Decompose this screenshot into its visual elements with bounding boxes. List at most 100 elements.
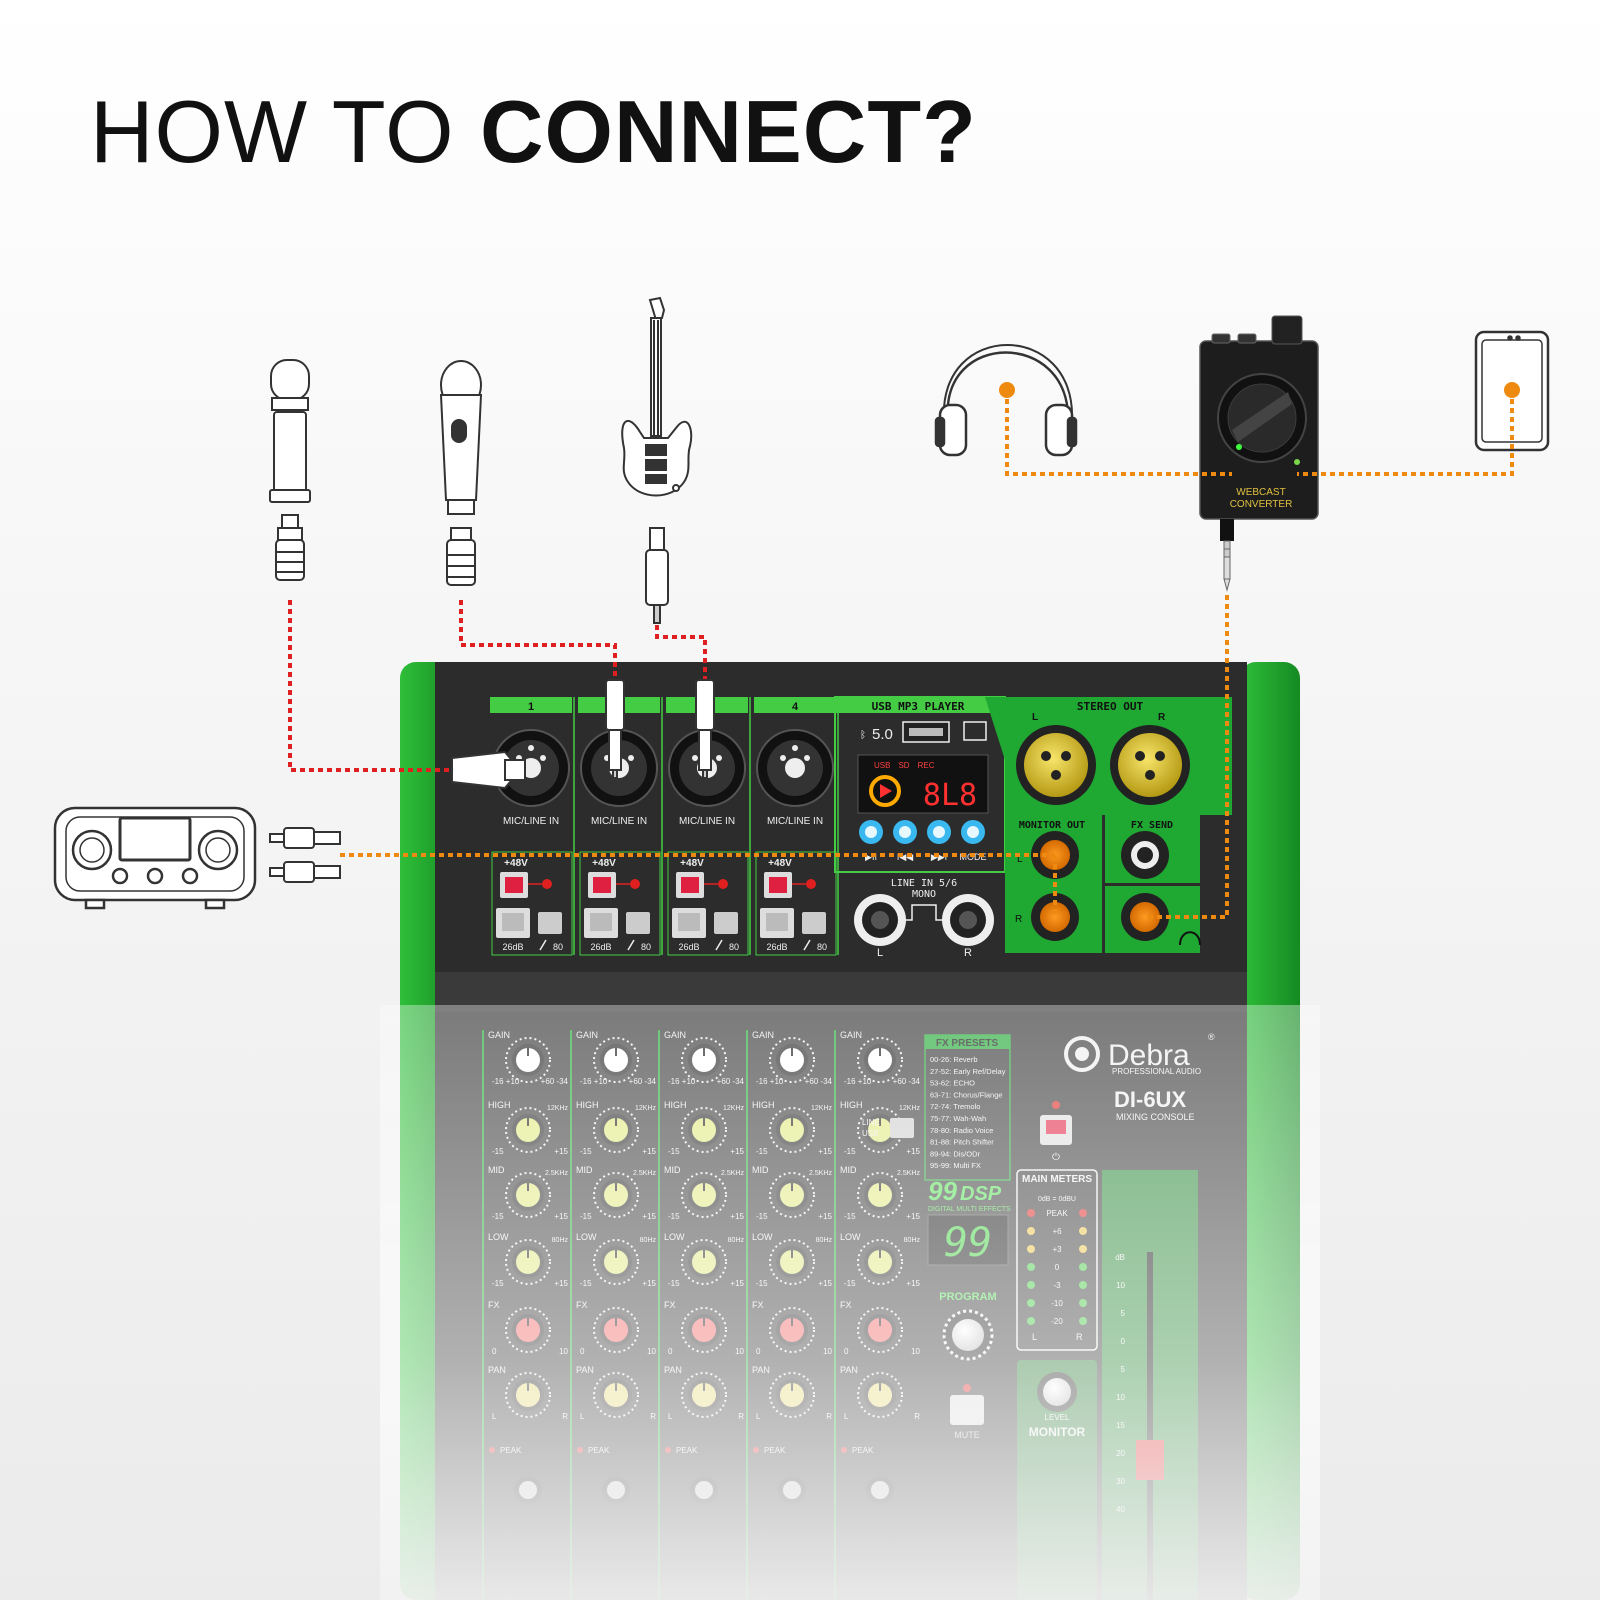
pad-label: 26dB	[766, 942, 787, 952]
phantom-power-switch[interactable]	[764, 872, 792, 898]
meter-led-r	[1079, 1263, 1087, 1271]
player-button[interactable]	[893, 820, 917, 844]
knob-freq: 2.5KHz	[897, 1170, 920, 1177]
knob-freq: 12KHz	[899, 1105, 921, 1112]
knob-max: 10	[823, 1347, 832, 1356]
knob-min: -15	[580, 1147, 592, 1156]
program-encoder[interactable]	[942, 1309, 994, 1361]
meter-level: -10	[1051, 1299, 1063, 1308]
knob-freq: 80Hz	[728, 1237, 745, 1244]
input-label: MIC/LINE IN	[503, 816, 559, 827]
phones-jack[interactable]	[1121, 893, 1169, 941]
meter-level: -3	[1053, 1281, 1061, 1290]
page-title: HOW TO CONNECT?	[90, 88, 977, 176]
phantom-power-switch[interactable]	[500, 872, 528, 898]
fader-scale-mark: dB	[1115, 1253, 1125, 1262]
player-button[interactable]	[927, 820, 951, 844]
hpf-switch[interactable]	[538, 912, 562, 934]
stereo-out-r-xlr[interactable]	[1110, 725, 1190, 805]
stereo-out-r-label: R	[1158, 712, 1166, 723]
hpf-switch[interactable]	[802, 912, 826, 934]
peak-led	[489, 1447, 495, 1453]
display-tag: SD	[898, 761, 909, 770]
player-button-label: I◀◀	[897, 852, 913, 862]
cable-guitar-to-ch3	[655, 625, 707, 680]
phantom-power-switch[interactable]	[676, 872, 704, 898]
knob-max: +15	[642, 1279, 656, 1288]
main-fader-cap[interactable]	[1136, 1440, 1164, 1480]
knob-min: -15	[756, 1212, 768, 1221]
knob-label: MID	[488, 1165, 505, 1175]
phone-port-dot	[1504, 382, 1520, 398]
meter-level: +6	[1052, 1227, 1062, 1236]
meter-led-l	[1027, 1245, 1035, 1253]
player-button[interactable]	[859, 820, 883, 844]
knob-max: +15	[554, 1279, 568, 1288]
knob-min: -16 +10	[492, 1077, 520, 1086]
player-button[interactable]	[961, 820, 985, 844]
level-knob[interactable]	[602, 1476, 630, 1504]
phantom-led	[630, 879, 640, 889]
pad-label: 26dB	[502, 942, 523, 952]
stereo-out-l-xlr[interactable]	[1016, 725, 1096, 805]
knob-max: +15	[642, 1212, 656, 1221]
pad-switch[interactable]	[760, 908, 794, 938]
meter-led-r	[1079, 1317, 1087, 1325]
pad-switch[interactable]	[496, 908, 530, 938]
knob-label: PAN	[840, 1365, 858, 1375]
knob-max: +15	[730, 1212, 744, 1221]
peak-label: PEAK	[500, 1446, 522, 1455]
knob-max: +15	[554, 1147, 568, 1156]
monitor-level-label: LEVEL	[1045, 1413, 1070, 1422]
meter-level: -20	[1051, 1317, 1063, 1326]
dsp-big-number: 99	[928, 1176, 957, 1206]
peak-led	[665, 1447, 671, 1453]
knob-freq: 2.5KHz	[633, 1170, 656, 1177]
knob-max: +60 -34	[893, 1077, 921, 1086]
monitor-level-knob[interactable]	[1037, 1372, 1077, 1412]
player-display-value: 8L8	[923, 778, 977, 813]
monitor-out-l-label: L	[1017, 854, 1023, 865]
knob-freq: 2.5KHz	[545, 1170, 568, 1177]
hpf-switch[interactable]	[626, 912, 650, 934]
cables	[288, 390, 1514, 919]
meter-led-l	[1027, 1317, 1035, 1325]
combo-input-jack[interactable]	[492, 729, 570, 807]
phantom-label: +48V	[680, 858, 704, 869]
knob-label: PAN	[576, 1365, 594, 1375]
pad-switch[interactable]	[672, 908, 706, 938]
brand-sub: PROFESSIONAL AUDIO	[1112, 1067, 1201, 1076]
knob-label: FX	[576, 1300, 588, 1310]
stereo-out-section: STEREO OUT L R	[985, 697, 1232, 815]
phantom-label: +48V	[768, 858, 792, 869]
pad-switch[interactable]	[584, 908, 618, 938]
fx-send-jack[interactable]	[1121, 831, 1169, 879]
level-knob[interactable]	[778, 1476, 806, 1504]
combo-input-jack[interactable]	[756, 729, 834, 807]
hpf-switch[interactable]	[714, 912, 738, 934]
level-knob[interactable]	[690, 1476, 718, 1504]
level-knob[interactable]	[514, 1476, 542, 1504]
knob-min: -16 +10	[580, 1077, 608, 1086]
dsp-sub: DIGITAL MULTI EFFECTS	[928, 1206, 1011, 1213]
line56-r-jack[interactable]	[942, 894, 994, 946]
phantom-led	[806, 879, 816, 889]
headphones-icon	[934, 344, 1078, 457]
level-knob[interactable]	[866, 1476, 894, 1504]
fx-preset-item: 95-99: Multi FX	[930, 1161, 981, 1170]
fader-scale-mark: 0	[1121, 1337, 1126, 1346]
line-usb-switch[interactable]	[890, 1118, 914, 1138]
peak-label: PEAK	[676, 1446, 698, 1455]
knob-label: HIGH	[752, 1100, 775, 1110]
line56-l-jack[interactable]	[854, 894, 906, 946]
meter-led-r	[1079, 1209, 1087, 1217]
monitor-out-r-jack[interactable]	[1031, 893, 1079, 941]
fader-scale-mark: 15	[1116, 1421, 1125, 1430]
knob-label: FX	[840, 1300, 852, 1310]
phantom-label: +48V	[504, 858, 528, 869]
phantom-power-switch[interactable]	[588, 872, 616, 898]
cable-dynamic-to-ch2	[459, 600, 617, 680]
converter-label-line2: CONVERTER	[1230, 499, 1293, 510]
